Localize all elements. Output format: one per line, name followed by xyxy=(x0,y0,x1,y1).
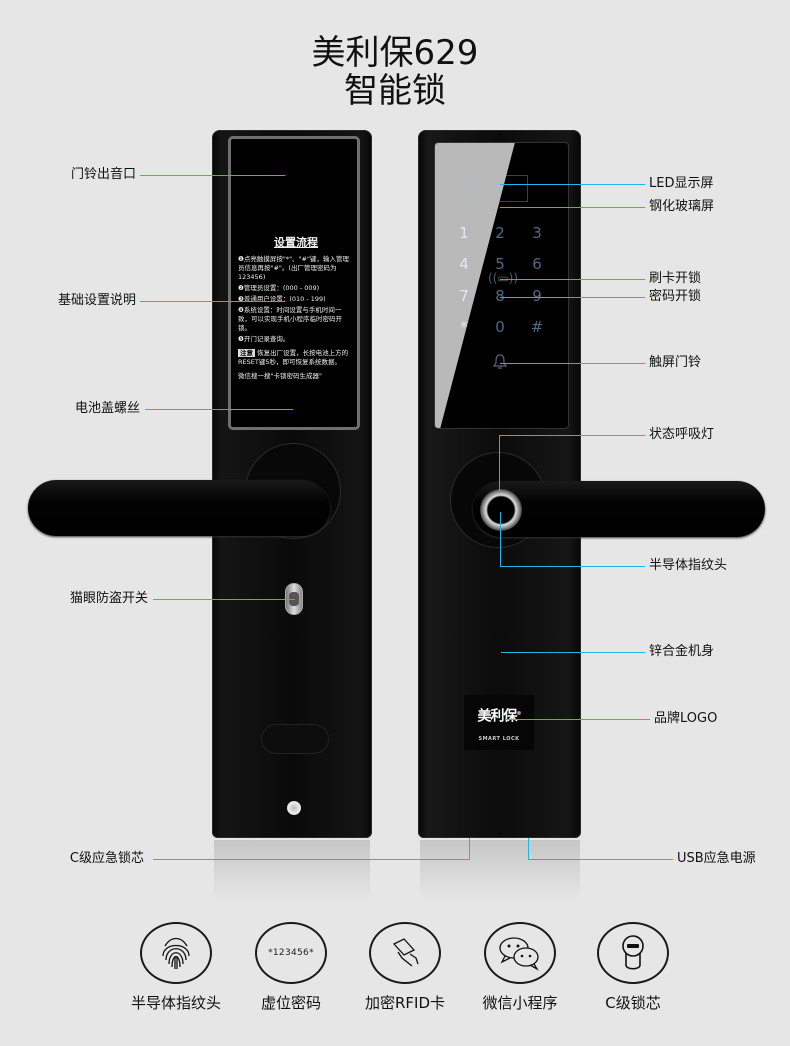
feature-fingerprint: 半导体指纹头 xyxy=(121,922,231,1012)
feature-rfid-card: 加密RFID卡 xyxy=(350,922,460,1012)
label-touch-doorbell: 触屏门铃 xyxy=(649,355,702,370)
keypad-key-2[interactable]: 2 xyxy=(495,224,505,242)
callout-line xyxy=(153,599,295,600)
feature-label: 虚位密码 xyxy=(260,994,321,1012)
label-doorbell-speaker: 门铃出音口 xyxy=(70,167,136,182)
note-text: 恢复出厂设置，长按电池上方的RESET键5秒，即可恢复系统数据。 xyxy=(238,349,349,366)
label-c-grade-emergency-core: C级应急锁芯 xyxy=(69,851,144,866)
brand-logo-plate xyxy=(464,695,534,750)
brand-logo: 美利保® xyxy=(477,708,522,725)
feature-label: 半导体指纹头 xyxy=(130,994,221,1012)
callout-line xyxy=(500,279,645,280)
keypad-key-6[interactable]: 6 xyxy=(532,255,542,273)
feature-label: 加密RFID卡 xyxy=(364,994,446,1012)
keypad-key-hash[interactable]: # xyxy=(530,318,544,336)
keypad-key-9[interactable]: 9 xyxy=(532,287,542,305)
touch-glass-panel[interactable] xyxy=(434,142,569,429)
rfid-wave-icon: ((▭)) xyxy=(487,271,519,285)
product-subtitle: 智能锁 xyxy=(344,71,446,111)
keypad-key-1[interactable]: 1 xyxy=(459,224,469,242)
feature-virtual-password: *123456* 虚位密码 xyxy=(236,922,346,1012)
callout-line xyxy=(145,409,293,410)
callout-line xyxy=(500,184,645,185)
note-tag: 注意 xyxy=(238,349,255,357)
label-tempered-glass: 钢化玻璃屏 xyxy=(649,199,715,214)
label-password-unlock: 密码开锁 xyxy=(649,289,702,304)
lock-cylinder-icon xyxy=(597,922,669,984)
instruction-step: ❶点亮触摸屏按"*"、"#"键，输入管理员信息再按"#"。(出厂管理密码为123… xyxy=(238,255,349,281)
led-display xyxy=(472,175,528,202)
label-usb-emergency-power: USB应急电源 xyxy=(677,851,756,866)
feature-wechat-miniprogram: 微信小程序 xyxy=(465,922,575,1012)
instruction-note: 注意 恢复出厂设置，长按电池上方的RESET键5秒，即可恢复系统数据。 xyxy=(238,349,354,367)
screw-icon xyxy=(287,801,301,815)
label-card-unlock: 刷卡开锁 xyxy=(649,271,702,286)
key-cylinder-cover[interactable] xyxy=(262,725,328,753)
label-brand-logo: 品牌LOGO xyxy=(654,711,718,726)
brand-logo-subtitle: SMART LOCK xyxy=(478,736,520,742)
label-battery-cover-screw: 电池盖螺丝 xyxy=(74,401,140,416)
label-zinc-alloy-body: 锌合金机身 xyxy=(649,644,715,659)
product-title: 美利保629 xyxy=(311,33,479,73)
label-peephole-switch: 猫眼防盗开关 xyxy=(69,591,148,606)
instruction-step: ❹系统设置：时间设置与手机时间一致，可以实现手机小程序临时密码开锁。 xyxy=(238,306,342,332)
instructions-heading: 设置流程 xyxy=(274,236,318,249)
fingerprint-icon xyxy=(140,922,212,984)
label-led-screen: LED显示屏 xyxy=(649,176,714,191)
label-status-light: 状态呼吸灯 xyxy=(649,427,715,442)
keypad-key-5[interactable]: 5 xyxy=(495,255,505,273)
callout-line xyxy=(501,652,645,653)
keypad-key-7[interactable]: 7 xyxy=(459,287,469,305)
callout-line xyxy=(469,838,470,860)
battery-cover-panel xyxy=(228,136,360,430)
keypad-key-0[interactable]: 0 xyxy=(495,318,505,336)
label-basic-setup-guide: 基础设置说明 xyxy=(57,293,136,308)
back-lock-reflection xyxy=(214,840,370,900)
callout-line xyxy=(528,859,673,860)
callout-line xyxy=(153,859,470,860)
feature-label: C级锁芯 xyxy=(605,994,661,1012)
label-fingerprint-sensor: 半导体指纹头 xyxy=(649,558,728,573)
front-lock-reflection xyxy=(420,840,580,900)
callout-line xyxy=(500,207,645,208)
callout-line xyxy=(500,297,645,298)
feature-c-grade-core: C级锁芯 xyxy=(578,922,688,1012)
back-lever-handle[interactable] xyxy=(28,480,330,536)
password-sample: *123456* xyxy=(268,948,314,958)
callout-line xyxy=(500,512,501,567)
instruction-step: ❷管理员设置：(000 - 009) xyxy=(238,284,320,292)
callout-line xyxy=(500,363,645,364)
keypad-key-star[interactable]: * xyxy=(460,318,468,336)
callout-line xyxy=(500,566,645,567)
callout-line xyxy=(499,435,500,491)
callout-line xyxy=(140,175,285,176)
instruction-step: ❸普通用户设置：(010 - 199) xyxy=(238,295,326,303)
wechat-icon xyxy=(484,922,556,984)
fingerprint-sensor[interactable] xyxy=(480,489,522,531)
callout-line xyxy=(499,435,645,436)
bell-icon[interactable] xyxy=(492,353,508,371)
keypad-key-4[interactable]: 4 xyxy=(459,255,469,273)
instruction-step: ❺开门记录查询。 xyxy=(238,335,290,343)
setup-instructions: 设置流程 ❶点亮触摸屏按"*"、"#"键，输入管理员信息再按"#"。(出厂管理密… xyxy=(238,236,354,381)
callout-line xyxy=(505,719,650,720)
keypad-key-8[interactable]: 8 xyxy=(495,287,505,305)
callout-line xyxy=(528,838,529,860)
instruction-footer: 微信搜一搜"卡锁密码生成器" xyxy=(238,372,322,380)
callout-line xyxy=(140,301,285,302)
virtual-password-icon: *123456* xyxy=(255,922,327,984)
feature-label: 微信小程序 xyxy=(482,994,558,1012)
rfid-card-icon xyxy=(369,922,441,984)
keypad-key-3[interactable]: 3 xyxy=(532,224,542,242)
